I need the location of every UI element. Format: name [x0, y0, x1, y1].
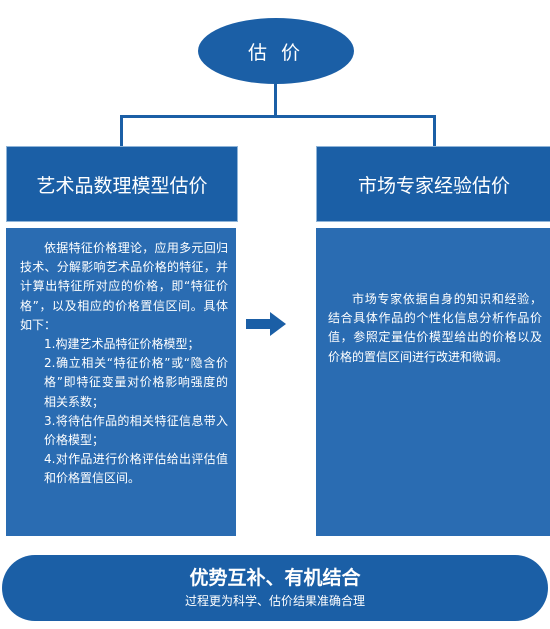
top-node-label: 估 价 — [247, 41, 305, 64]
left-step-2: 2.确立相关“特征价格”或“隐含价格”即特征变量对价格影响强度的相关系数； — [44, 356, 228, 409]
right-method-description: 市场专家依据自身的知识和经验，结合具体作品的个性化信息分析作品价值，参照定量估价… — [316, 228, 550, 536]
left-step-1: 1.构建艺术品特征价格模型； — [44, 337, 200, 352]
connector-horizontal — [120, 115, 436, 118]
left-step-3: 3.将待估作品的相关特征信息带入价格模型； — [44, 413, 228, 448]
conclusion-title: 优势互补、有机结合 — [189, 567, 361, 589]
left-method-title: 艺术品数理模型估价 — [36, 174, 208, 197]
conclusion-subtitle: 过程更为科学、估价结果准确合理 — [184, 594, 365, 608]
connector-left-drop — [120, 115, 123, 146]
top-node-estimate: 估 价 — [198, 18, 354, 84]
left-step-4: 4.对作品进行价格评估给出评估值和价格置信区间。 — [44, 452, 228, 486]
conclusion-banner: 优势互补、有机结合 过程更为科学、估价结果准确合理 — [2, 555, 548, 621]
left-intro-text: 依据特征价格理论，应用多元回归技术、分解影响艺术品价格的特征，并计算出特征所对应… — [20, 241, 228, 332]
right-method-title: 市场专家经验估价 — [357, 174, 510, 197]
right-method-header: 市场专家经验估价 — [316, 146, 550, 222]
left-method-header: 艺术品数理模型估价 — [6, 146, 238, 222]
left-method-description: 依据特征价格理论，应用多元回归技术、分解影响艺术品价格的特征，并计算出特征所对应… — [6, 228, 236, 536]
right-body-text: 市场专家依据自身的知识和经验，结合具体作品的个性化信息分析作品价值，参照定量估价… — [328, 292, 542, 364]
connector-vertical — [274, 84, 277, 116]
connector-right-drop — [433, 115, 436, 146]
arrow-right-icon — [246, 312, 286, 336]
